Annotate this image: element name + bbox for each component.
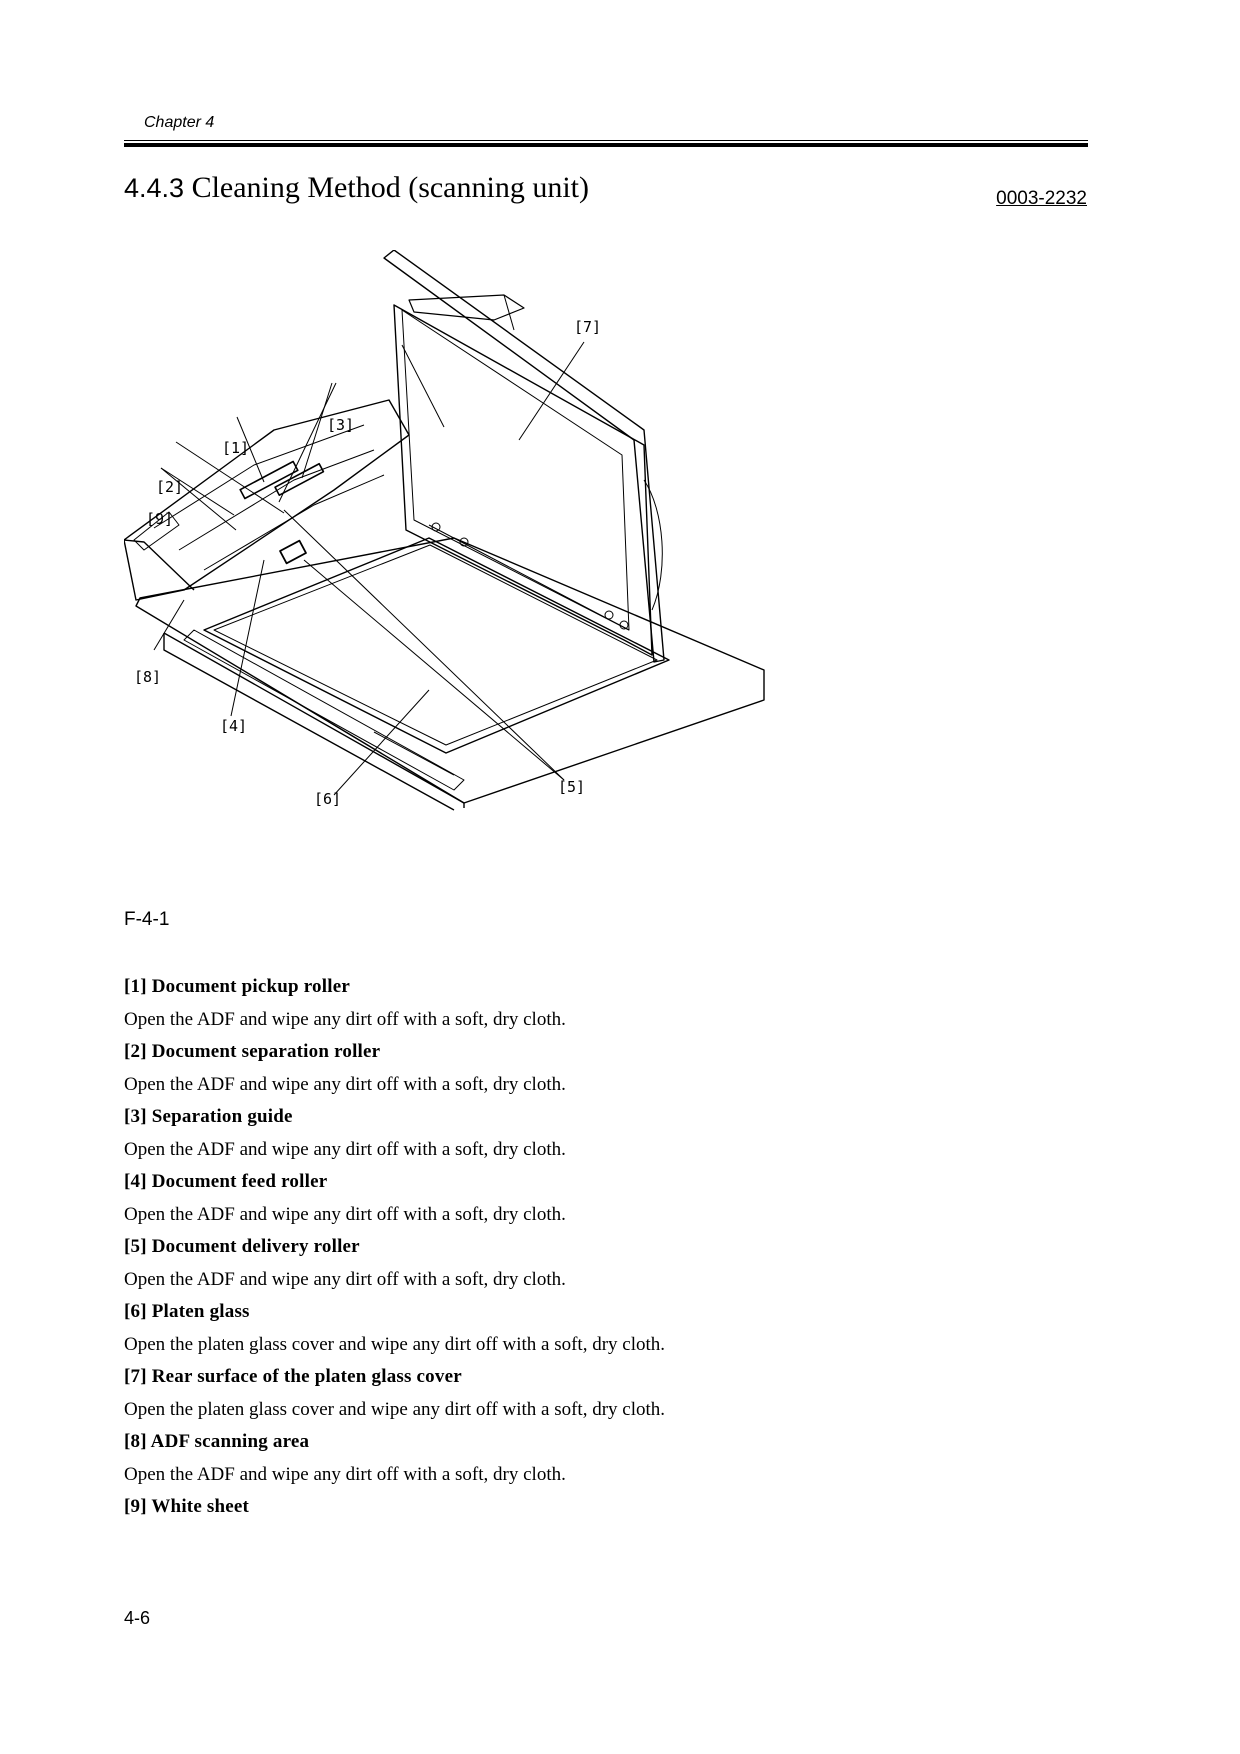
item-title: [9] White sheet [124, 1496, 250, 1517]
item-description: Open the platen glass cover and wipe any… [124, 1334, 666, 1355]
item-title: [6] Platen glass [124, 1301, 250, 1322]
callout-3: [3] [327, 416, 354, 434]
section-title-text: Cleaning Method (scanning unit) [191, 171, 589, 204]
section-title: 4.4.3 Cleaning Method (scanning unit) [124, 170, 589, 206]
callout-5: [5] [558, 778, 585, 796]
item-description: Open the ADF and wipe any dirt off with … [124, 1204, 566, 1225]
list-item: [7] Rear surface of the platen glass cov… [124, 1362, 1084, 1427]
page-number: 4-6 [124, 1608, 151, 1628]
list-item: [5] Document delivery roller Open the AD… [124, 1232, 1084, 1297]
item-description: Open the ADF and wipe any dirt off with … [124, 1139, 566, 1160]
list-item: [4] Document feed roller Open the ADF an… [124, 1167, 1084, 1232]
item-title: [3] Separation guide [124, 1106, 293, 1127]
item-description: Open the ADF and wipe any dirt off with … [124, 1074, 566, 1095]
header-rule-thin [124, 140, 1088, 141]
callout-1: [1] [222, 439, 249, 457]
item-description: Open the ADF and wipe any dirt off with … [124, 1269, 566, 1290]
item-title: [1] Document pickup roller [124, 976, 350, 997]
chapter-label: Chapter 4 [144, 114, 215, 131]
item-title: [4] Document feed roller [124, 1171, 328, 1192]
callout-8: [8] [134, 668, 161, 686]
item-title: [2] Document separation roller [124, 1041, 381, 1062]
header-rule-thick [124, 143, 1088, 147]
list-item: [2] Document separation roller Open the … [124, 1037, 1084, 1102]
list-item: [8] ADF scanning area Open the ADF and w… [124, 1427, 1084, 1492]
document-code: 0003-2232 [996, 188, 1087, 209]
section-number: 4.4.3 [124, 173, 185, 203]
scanner-unit-drawing: [1] [2] [3] [4] [5] [6] [7] [8] [9] [124, 250, 765, 811]
callout-6: [6] [314, 790, 341, 808]
cleaning-items-list: [1] Document pickup roller Open the ADF … [124, 972, 1084, 1525]
item-description: Open the platen glass cover and wipe any… [124, 1399, 666, 1420]
list-item: [9] White sheet [124, 1492, 1084, 1525]
scanner-unit-figure: [1] [2] [3] [4] [5] [6] [7] [8] [9] [124, 250, 774, 910]
item-title: [8] ADF scanning area [124, 1431, 310, 1452]
item-description: Open the ADF and wipe any dirt off with … [124, 1464, 566, 1485]
list-item: [3] Separation guide Open the ADF and wi… [124, 1102, 1084, 1167]
callout-2: [2] [156, 478, 183, 496]
item-description: Open the ADF and wipe any dirt off with … [124, 1009, 566, 1030]
callout-9: [9] [146, 510, 173, 528]
list-item: [1] Document pickup roller Open the ADF … [124, 972, 1084, 1037]
figure-caption: F-4-1 [124, 909, 170, 930]
callout-4: [4] [220, 717, 247, 735]
list-item: [6] Platen glass Open the platen glass c… [124, 1297, 1084, 1362]
item-title: [5] Document delivery roller [124, 1236, 360, 1257]
callout-7: [7] [574, 318, 601, 336]
item-title: [7] Rear surface of the platen glass cov… [124, 1366, 462, 1387]
